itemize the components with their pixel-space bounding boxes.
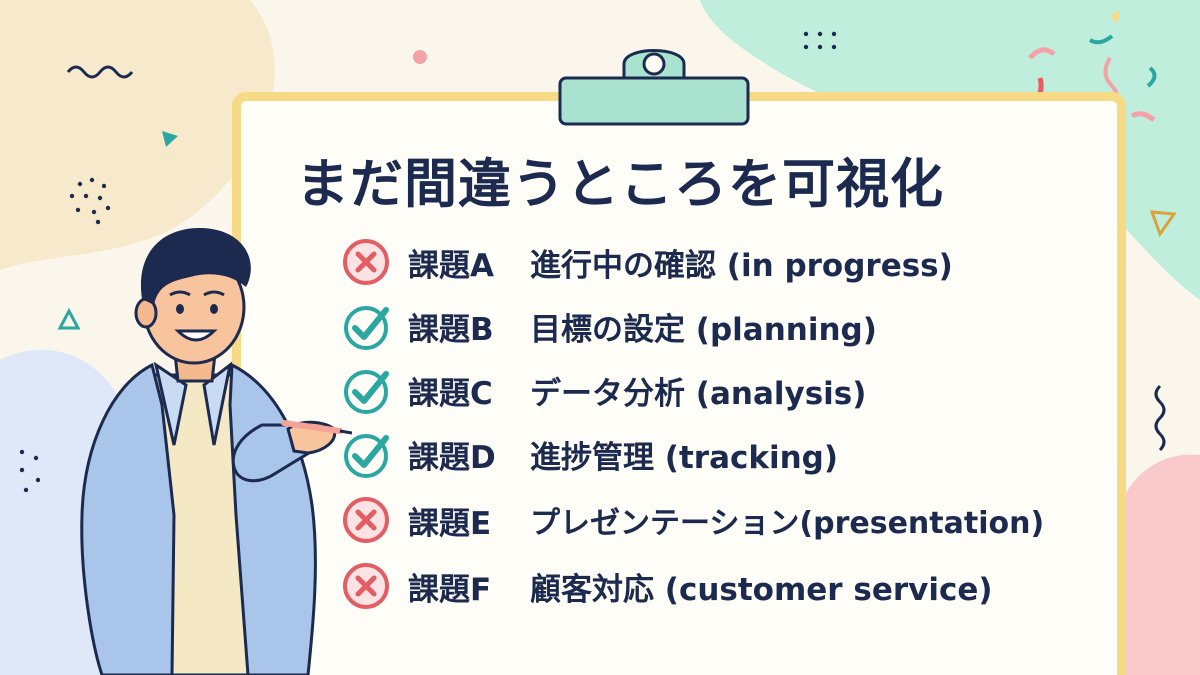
task-label: 課題C [408, 375, 493, 412]
clipboard-clip-icon [558, 49, 750, 126]
list-item: 課題D 進捗管理 (tracking) [340, 426, 838, 482]
page-title: まだ間違うところを可視化 [296, 154, 944, 215]
list-item: 課題C データ分析 (analysis) [340, 362, 866, 418]
task-description: 顧客対応 (customer service) [530, 571, 993, 608]
check-circle-icon [344, 370, 389, 414]
task-description: プレゼンテーション(presentation) [530, 506, 1045, 541]
task-label: 課題B [408, 311, 494, 348]
task-description: 目標の設定 (planning) [530, 311, 877, 348]
task-description: データ分析 (analysis) [530, 375, 867, 412]
check-circle-icon [344, 434, 389, 478]
task-label: 課題F [408, 571, 492, 608]
cross-circle-icon [343, 563, 389, 609]
cross-circle-icon [343, 239, 389, 285]
presenter-illustration [80, 228, 352, 675]
task-label: 課題E [408, 505, 492, 542]
cross-circle-icon [343, 497, 389, 543]
task-description: 進捗管理 (tracking) [530, 439, 839, 476]
task-label: 課題D [408, 439, 496, 476]
list-item: 課題F 顧客対応 (customer service) [340, 558, 993, 614]
task-label: 課題A [408, 247, 494, 284]
list-item: 課題E プレゼンテーション(presentation) [340, 492, 1044, 548]
task-description: 進行中の確認 (in progress) [530, 247, 953, 284]
list-item: 課題B 目標の設定 (planning) [340, 298, 877, 354]
check-circle-icon [344, 306, 389, 350]
list-item: 課題A 進行中の確認 (in progress) [340, 234, 953, 290]
